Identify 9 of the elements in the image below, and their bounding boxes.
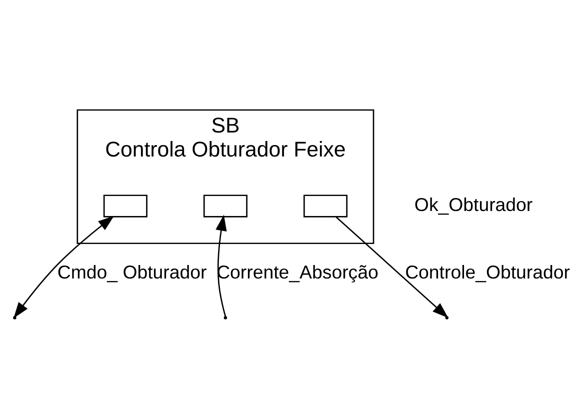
edge-label: Controle_Obturador [405, 260, 570, 282]
node-box [203, 194, 248, 217]
edge-label: Cmdo_ Obturador [57, 260, 207, 282]
arrow [14, 215, 114, 318]
node-box [103, 194, 148, 217]
label: Ok_Obturador [414, 193, 533, 214]
cluster: SB Controla Obturador Feixe [76, 108, 374, 244]
node-box [303, 194, 348, 217]
arrow [216, 214, 227, 316]
